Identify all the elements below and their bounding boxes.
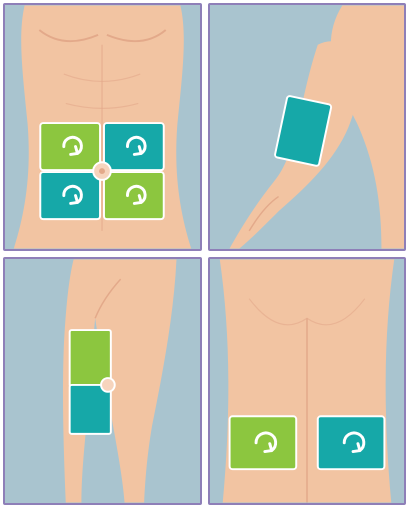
zone-upper-right	[104, 123, 164, 170]
panel-abdomen	[3, 3, 202, 251]
thigh-illustration	[5, 259, 200, 503]
buttocks-illustration	[210, 259, 404, 503]
zone-thigh-lower	[70, 385, 111, 434]
zone-lower-right	[104, 172, 164, 219]
zone-upper-left	[40, 123, 100, 170]
zone-buttock-left	[230, 416, 297, 469]
zone-lower-left	[40, 172, 100, 219]
thigh-split-marker	[101, 378, 115, 392]
upper-arm-illustration	[210, 5, 404, 249]
panel-buttocks	[208, 257, 406, 505]
panel-upper-arm	[208, 3, 406, 251]
panel-thigh	[3, 257, 202, 505]
zone-buttock-right	[318, 416, 385, 469]
abdomen-illustration	[5, 5, 200, 249]
